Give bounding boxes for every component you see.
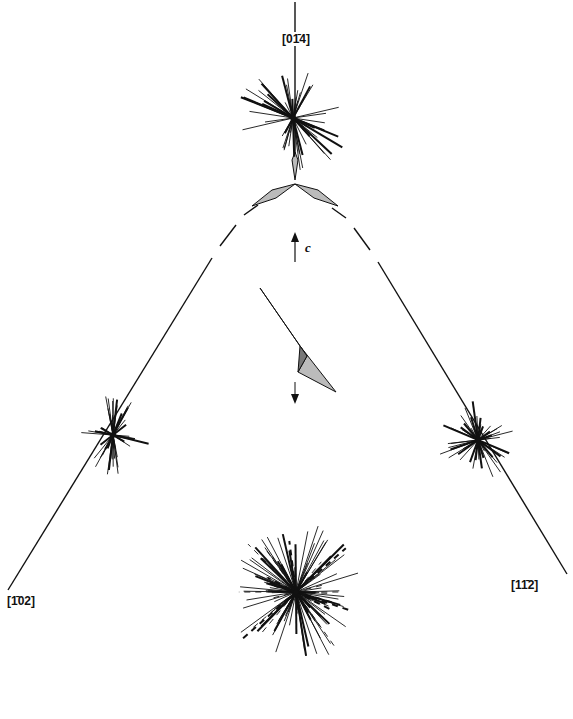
direction-stroke [259,90,318,137]
direction-stroke [476,418,481,460]
direction-stroke [244,98,339,137]
direction-stroke [239,592,338,593]
direction-stroke [440,432,500,454]
direction-stroke [100,402,131,457]
direction-stroke [465,408,493,477]
direction-stroke [244,591,320,592]
direction-stroke [286,531,324,616]
direction-stroke [255,547,310,607]
direction-stroke [278,538,317,654]
direction-stroke [283,534,309,646]
direction-stroke [288,79,301,170]
direction-stroke [102,406,128,456]
direction-stroke [264,101,342,147]
direction-stroke [273,541,324,636]
direction-stroke [290,531,308,625]
direction-stroke [262,582,344,607]
direction-stroke [108,399,118,474]
axis-letter: c [304,241,312,255]
direction-stroke [257,556,331,631]
direction-stroke [274,585,325,598]
direction-index: [1̄02] [6,594,36,608]
direction-stroke [248,544,321,617]
direction-stroke [105,408,128,450]
direction-index: [01̄4] [281,32,311,46]
direction-stroke [284,101,298,151]
direction-stroke [243,548,346,638]
direction-stroke [107,406,117,475]
direction-stroke [112,398,114,459]
direction-stroke [283,107,330,159]
direction-stroke [449,426,502,458]
direction-index: [11̄2] [510,578,539,592]
direction-stroke [250,560,346,627]
direction-stroke [470,426,483,462]
direction-stroke [88,431,135,439]
